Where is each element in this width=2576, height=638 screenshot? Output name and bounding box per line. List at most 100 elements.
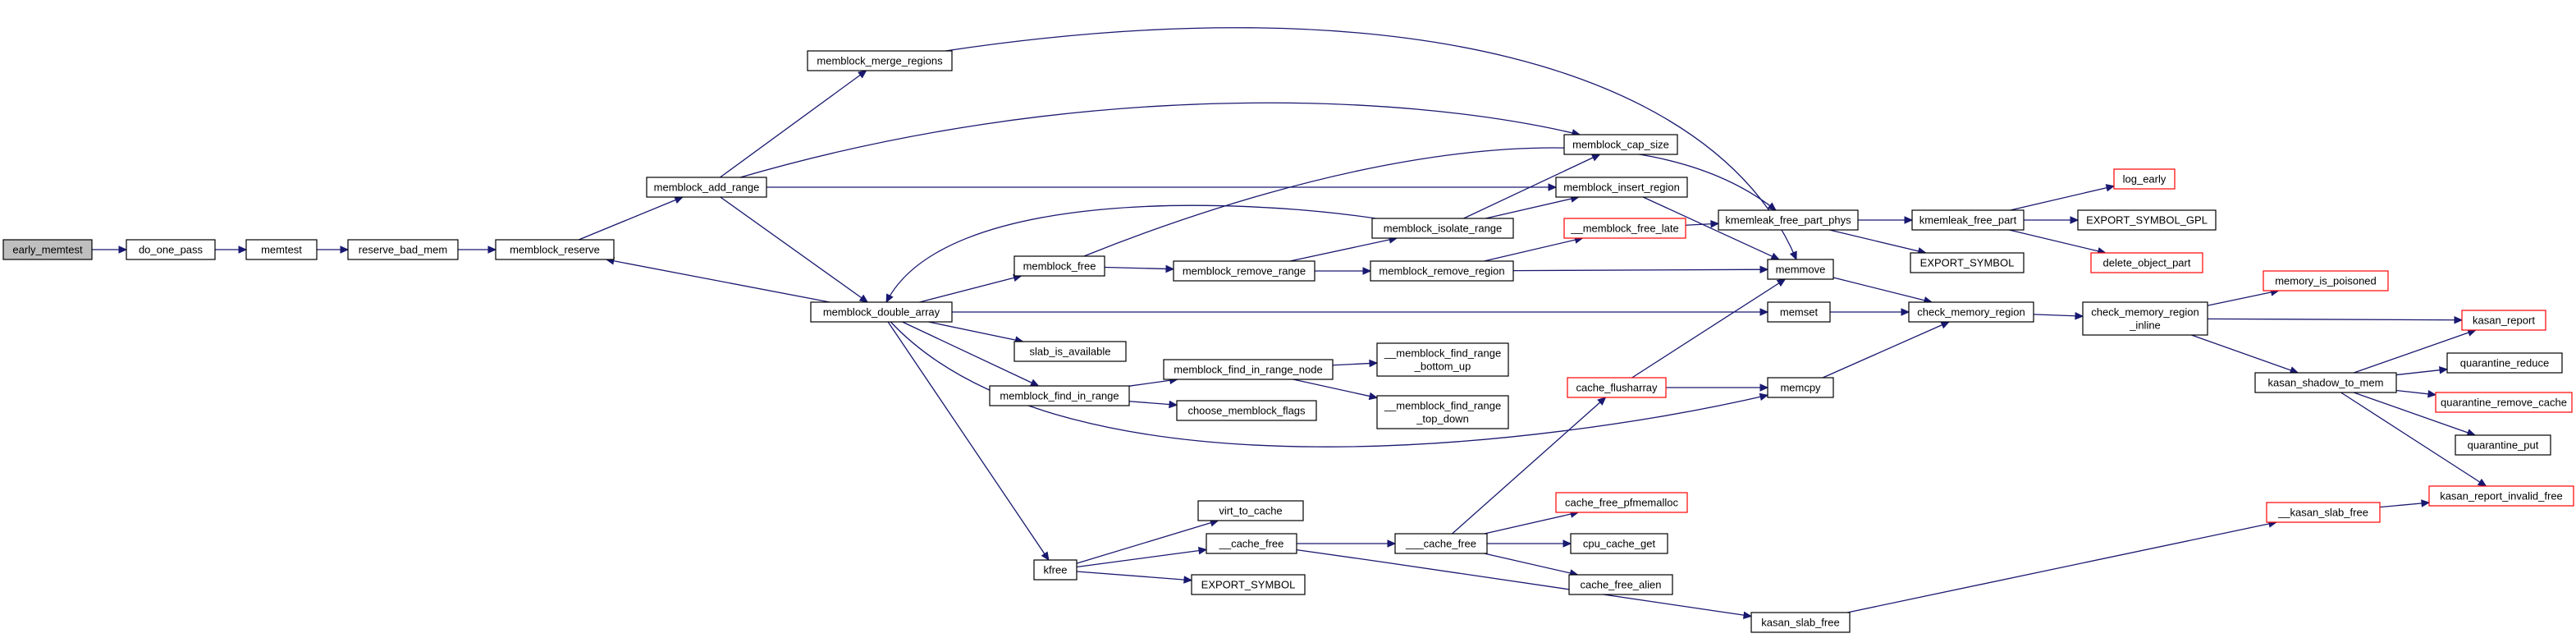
node-memblock-insert-region[interactable]: memblock_insert_region <box>1555 177 1688 198</box>
node-cache-free-alien[interactable]: cache_free_alien <box>1568 574 1673 595</box>
node-do-one-pass[interactable]: do_one_pass <box>126 239 216 260</box>
node-memset[interactable]: memset <box>1767 301 1831 323</box>
node----cache-free[interactable]: ___cache_free <box>1394 533 1488 554</box>
node-memblock-find-in-range-node[interactable]: memblock_find_in_range_node <box>1163 359 1334 380</box>
node-quarantine-put[interactable]: quarantine_put <box>2455 434 2551 456</box>
node-check-memory-region-inline[interactable]: check_memory_region_inline <box>2082 301 2208 336</box>
node-memtest[interactable]: memtest <box>245 239 318 260</box>
node---cache-free[interactable]: __cache_free <box>1206 533 1297 554</box>
node-cpu-cache-get[interactable]: cpu_cache_get <box>1570 533 1668 554</box>
node-box <box>1908 301 2034 323</box>
node-box <box>495 239 615 260</box>
edge-memblock_add_range-to-memblock_insert_region <box>766 183 1558 191</box>
node-box <box>2254 372 2397 393</box>
node-box <box>807 50 953 71</box>
node-EXPORT-SYMBOL-GPL[interactable]: EXPORT_SYMBOL_GPL <box>2077 209 2217 231</box>
edge-memblock_find_in_range-to-choose_memblock_flags <box>1128 400 1178 409</box>
node-quarantine-reduce[interactable]: quarantine_reduce <box>2446 352 2563 374</box>
edge-reserve_bad_mem-to-memblock_reserve <box>458 246 497 254</box>
node-EXPORT-SYMBOL-a[interactable]: EXPORT_SYMBOL <box>1191 574 1306 595</box>
node-EXPORT-SYMBOL-b[interactable]: EXPORT_SYMBOL <box>1910 252 2025 273</box>
node-memblock-remove-range[interactable]: memblock_remove_range <box>1173 260 1315 282</box>
node-box <box>1568 574 1673 595</box>
edge-memcpy-to-check_memory_region <box>1822 321 1950 379</box>
edge-__cache_free-to-___cache_free <box>1297 539 1397 548</box>
edge-memblock_add_range-to-memblock_double_array <box>720 196 869 303</box>
edge-memblock_double_array-to-memset <box>952 308 1769 316</box>
node-memblock-merge-regions[interactable]: memblock_merge_regions <box>807 50 953 71</box>
node-kmemleak-free-part-phys[interactable]: kmemleak_free_part_phys <box>1718 209 1859 231</box>
edge-memblock_double_array-to-memblock_free <box>919 273 1023 303</box>
node-kasan-slab-free[interactable]: kasan_slab_free <box>1750 612 1851 633</box>
node-box <box>347 239 459 260</box>
node-memblock-isolate-range[interactable]: memblock_isolate_range <box>1371 218 1514 239</box>
node-kfree[interactable]: kfree <box>1033 559 1078 581</box>
node-label: memblock_remove_region <box>1379 265 1504 278</box>
node-box <box>2455 434 2551 456</box>
node-box <box>1555 492 1688 513</box>
node-box <box>2090 252 2203 273</box>
node-label: memblock_find_in_range <box>1000 390 1119 402</box>
edge-memblock_free-to-memblock_remove_range <box>1104 264 1175 273</box>
node-memblock-add-range[interactable]: memblock_add_range <box>646 177 767 198</box>
node-virt-to-cache[interactable]: virt_to_cache <box>1197 500 1304 521</box>
node-kmemleak-free-part[interactable]: kmemleak_free_part <box>1911 209 2025 231</box>
node-label: kasan_report_invalid_free <box>2440 490 2563 503</box>
edge-kmemleak_free_part-to-log_early <box>2010 184 2116 211</box>
node-box <box>1173 260 1315 282</box>
node-slab-is-available[interactable]: slab_is_available <box>1013 341 1127 362</box>
node-log-early[interactable]: log_early <box>2113 168 2176 190</box>
node-box <box>1767 259 1834 280</box>
node-memblock-reserve[interactable]: memblock_reserve <box>495 239 615 260</box>
node-memmove[interactable]: memmove <box>1767 259 1834 280</box>
node-label: memblock_merge_regions <box>817 55 943 67</box>
node-label: slab_is_available <box>1029 346 1110 358</box>
node---memblock-find-range-bottom-up[interactable]: __memblock_find_range_bottom_up <box>1376 342 1509 377</box>
node-memblock-free[interactable]: memblock_free <box>1013 255 1105 277</box>
node-reserve-bad-mem[interactable]: reserve_bad_mem <box>347 239 459 260</box>
node-box <box>989 385 1130 406</box>
node-quarantine-remove-cache[interactable]: quarantine_remove_cache <box>2435 392 2573 413</box>
node-label: _top_down <box>1416 413 1469 425</box>
node-memblock-double-array[interactable]: memblock_double_array <box>810 301 953 323</box>
edge-___cache_free-to-cache_free_alien <box>1484 553 1579 577</box>
node-label: memblock_find_in_range_node <box>1174 364 1322 376</box>
edge-kfree-to-virt_to_cache <box>1076 519 1219 564</box>
node-kasan-shadow-to-mem[interactable]: kasan_shadow_to_mem <box>2254 372 2397 393</box>
node-check-memory-region[interactable]: check_memory_region <box>1908 301 2034 323</box>
edge-___cache_free-to-cpu_cache_get <box>1487 539 1572 548</box>
edge-kmemleak_free_part-to-delete_object_part <box>2009 229 2107 255</box>
node-kasan-report[interactable]: kasan_report <box>2461 310 2546 331</box>
node-label: quarantine_remove_cache <box>2441 397 2567 409</box>
node-box <box>1013 255 1105 277</box>
edge-kmemleak_free_part-to-EXPORT_SYMBOL_GPL <box>2024 216 2080 224</box>
node---kasan-slab-free[interactable]: __kasan_slab_free <box>2266 502 2381 523</box>
node-label: __memblock_free_late <box>1570 223 1679 235</box>
node-box <box>1718 209 1859 231</box>
node---memblock-find-range-top-down[interactable]: __memblock_find_range_top_down <box>1376 395 1509 429</box>
node-memblock-find-in-range[interactable]: memblock_find_in_range <box>989 385 1130 406</box>
node---memblock-free-late[interactable]: __memblock_free_late <box>1563 218 1686 239</box>
node-label: cache_free_alien <box>1580 579 1661 591</box>
edge-cache_flusharray-to-memcpy <box>1666 383 1769 392</box>
node-choose-memblock-flags[interactable]: choose_memblock_flags <box>1176 400 1317 421</box>
node-label: kfree <box>1044 564 1068 576</box>
node-memblock-remove-region[interactable]: memblock_remove_region <box>1370 260 1514 282</box>
node-label: memory_is_poisoned <box>2275 275 2377 287</box>
edge-memblock_double_array-to-kfree <box>887 321 1050 562</box>
node-kasan-report-invalid-free[interactable]: kasan_report_invalid_free <box>2428 485 2574 507</box>
node-label: memtest <box>261 244 302 256</box>
node-delete-object-part[interactable]: delete_object_part <box>2090 252 2203 273</box>
edge-memblock_double_array-to-memcpy <box>890 321 1769 448</box>
node-box <box>126 239 216 260</box>
node-cache-flusharray[interactable]: cache_flusharray <box>1567 377 1667 398</box>
node-box <box>2435 392 2573 413</box>
node-label: choose_memblock_flags <box>1187 405 1306 417</box>
node-memblock-cap-size[interactable]: memblock_cap_size <box>1563 134 1678 155</box>
node-label: _inline <box>2129 319 2161 332</box>
node-memcpy[interactable]: memcpy <box>1767 377 1834 398</box>
node-cache-free-pfmemalloc[interactable]: cache_free_pfmemalloc <box>1555 492 1688 513</box>
call-graph-edges <box>92 27 2487 620</box>
node-memory-is-poisoned[interactable]: memory_is_poisoned <box>2263 270 2389 291</box>
